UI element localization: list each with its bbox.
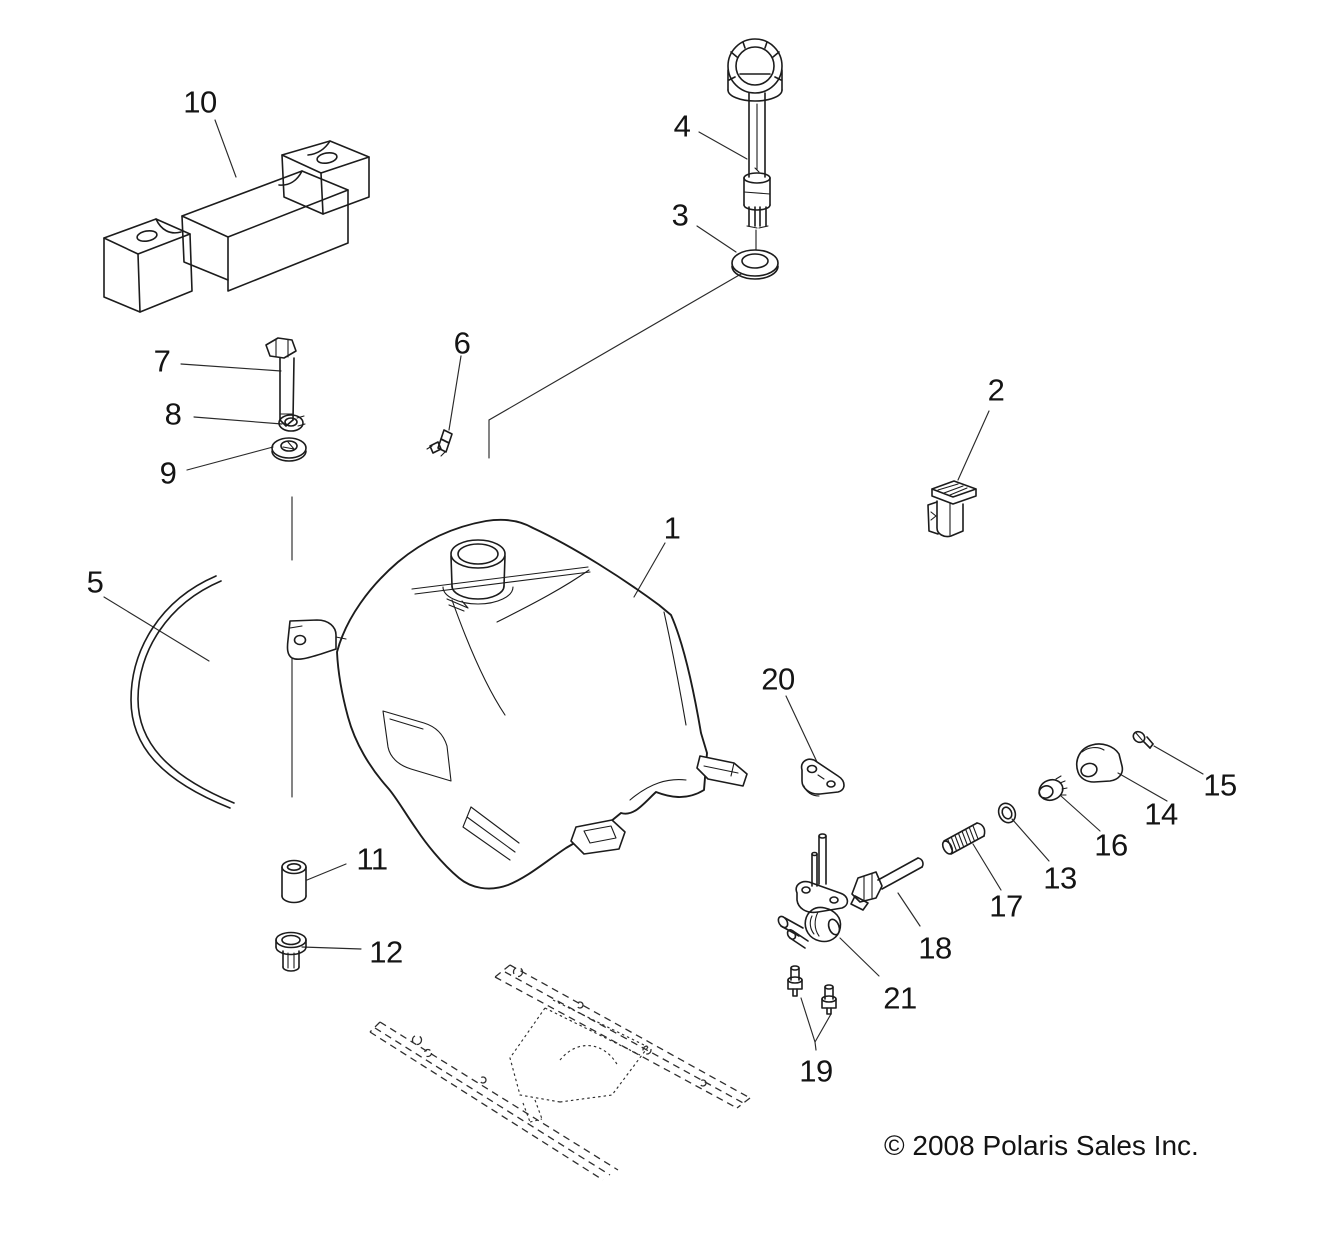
frame-rails	[369, 964, 751, 1181]
callout-7: 7	[153, 343, 171, 379]
part-4-fuel-cap-gauge	[727, 38, 783, 253]
callout-1: 1	[663, 510, 681, 546]
callout-15: 15	[1203, 767, 1237, 803]
part-11-spacer	[281, 859, 307, 904]
part-6-fitting	[426, 429, 453, 457]
part-19-screws	[787, 965, 837, 1015]
callout-18: 18	[918, 930, 952, 966]
part-21-fuel-valve	[777, 833, 849, 949]
callout-2: 2	[987, 372, 1005, 408]
callout-3: 3	[671, 197, 689, 233]
part-17-spring	[941, 822, 986, 855]
leader-lines	[103, 119, 1204, 1051]
callout-4: 4	[673, 108, 691, 144]
copyright-notice: © 2008 Polaris Sales Inc.	[884, 1130, 1199, 1161]
callout-12: 12	[369, 934, 403, 970]
callout-13: 13	[1043, 860, 1077, 896]
callout-20: 20	[761, 661, 795, 697]
part-8-lock-washer	[278, 414, 306, 432]
callout-8: 8	[164, 396, 182, 432]
part-14-elbow-fitting	[1076, 743, 1124, 783]
part-20-lever-plate	[800, 758, 845, 797]
callout-21: 21	[883, 980, 917, 1016]
callout-19: 19	[799, 1053, 833, 1089]
callout-11: 11	[356, 841, 388, 877]
callout-10: 10	[183, 84, 217, 120]
part-13-washer	[997, 802, 1017, 824]
part-5-hose	[130, 575, 235, 809]
part-12-bushing	[275, 931, 307, 972]
part-16-bushing-nut	[1038, 775, 1068, 802]
part-15-screw	[1132, 730, 1154, 749]
part-1-fuel-tank	[286, 518, 748, 890]
part-10-bracket	[103, 140, 370, 313]
callout-16: 16	[1094, 827, 1128, 863]
part-9-flat-washer	[271, 437, 307, 462]
callout-6: 6	[453, 325, 471, 361]
callout-17: 17	[989, 888, 1023, 924]
part-18-wing-bolt	[850, 857, 924, 911]
callout-9: 9	[159, 455, 177, 491]
callout-5: 5	[86, 564, 104, 600]
part-3-washer-gasket	[731, 249, 779, 280]
callout-14: 14	[1144, 796, 1178, 832]
part-2-clip	[927, 480, 977, 538]
part-7-bolt	[265, 337, 297, 427]
